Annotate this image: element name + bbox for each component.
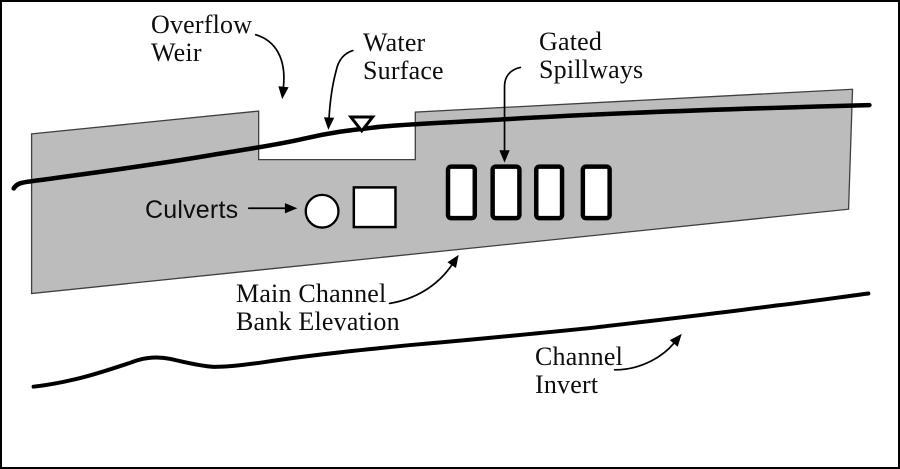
spillway-gate-1 [445, 164, 478, 221]
spillway-gate-2 [490, 164, 522, 221]
overflow-weir-arrow [254, 33, 289, 100]
channel-invert-line [31, 291, 871, 389]
spillway-gate-4 [580, 164, 612, 221]
label-overflow-weir: Overflow Weir [151, 11, 252, 67]
label-culverts-line1: Culverts [145, 196, 239, 224]
culvert-square [352, 186, 397, 229]
gated-spillways-arrow [499, 66, 522, 163]
main-channel-bank-arrow [388, 254, 459, 305]
spillway-gate-3 [534, 164, 565, 221]
channel-invert-arrow [613, 333, 682, 371]
label-gated-spillways-line2: Spillways [539, 55, 644, 84]
label-main-channel-line1: Main Channel [236, 279, 387, 308]
label-water-surface-line1: Water [363, 28, 426, 57]
label-channel-invert-line2: Invert [535, 370, 599, 399]
label-main-channel-line2: Bank Elevation [236, 307, 400, 336]
label-channel-invert-line1: Channel [535, 342, 624, 371]
water-surface-arrow [323, 49, 354, 130]
embankment-shape [30, 88, 854, 295]
label-channel-invert: Channel Invert [535, 343, 623, 399]
culvert-circle [304, 193, 340, 229]
label-water-surface: Water Surface [363, 29, 444, 85]
water-surface-triangle-marker [347, 115, 376, 134]
label-gated-spillways: Gated Spillways [539, 28, 643, 84]
label-main-channel-bank-elevation: Main Channel Bank Elevation [236, 280, 400, 336]
label-culverts: Culverts [145, 196, 238, 224]
label-overflow-weir-line1: Overflow [151, 10, 253, 39]
label-gated-spillways-line1: Gated [539, 27, 603, 56]
label-water-surface-line2: Surface [363, 56, 444, 85]
water-surface-line [11, 102, 872, 191]
label-overflow-weir-line2: Weir [151, 38, 202, 67]
